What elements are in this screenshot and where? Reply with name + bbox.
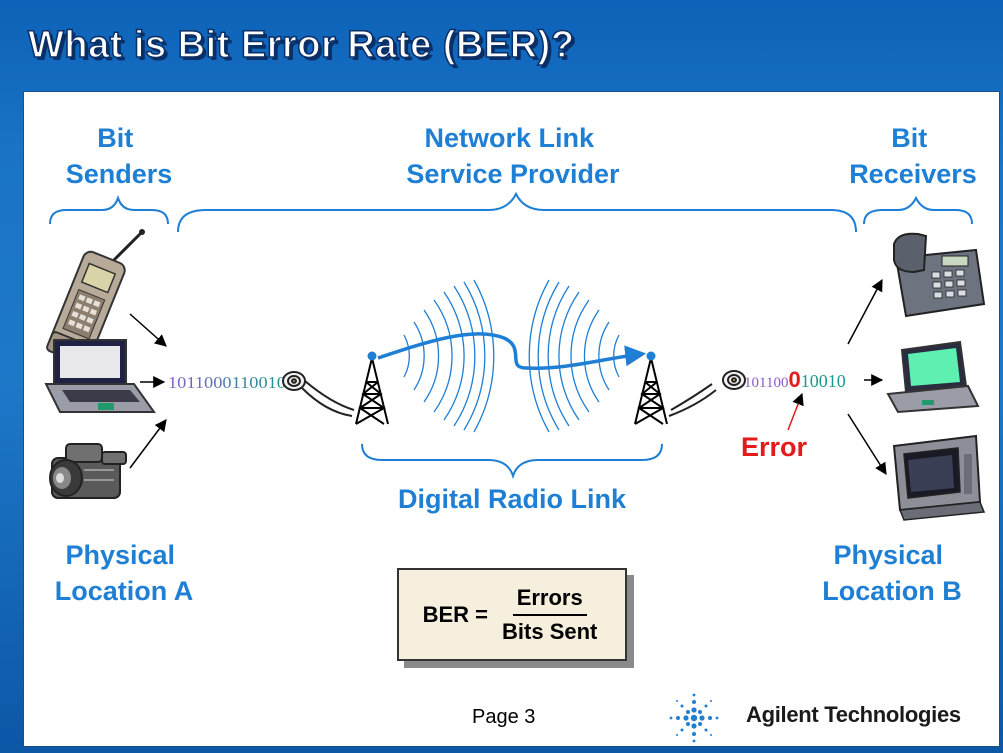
received-bits-after-error: 10010	[801, 371, 846, 391]
camcorder-icon	[49, 443, 127, 499]
digital-radio-link-label: Digital Radio Link	[398, 484, 627, 514]
phone-arrow	[129, 313, 167, 347]
receiver-arrow-tv	[847, 413, 887, 476]
company-name: Agilent Technologies	[746, 702, 961, 727]
receivers-brace	[863, 195, 973, 225]
received-bit-stream: 101100010010	[744, 367, 846, 392]
ber-formula-box: BER = Errors Bits Sent	[397, 568, 627, 661]
receiver-laptop-icon	[886, 340, 980, 414]
error-label: Error	[741, 432, 808, 462]
ber-fraction: Errors Bits Sent	[498, 585, 601, 645]
sent-bit-stream: 1011000110010	[168, 373, 286, 392]
error-bit: 0	[788, 367, 800, 392]
camcorder-arrow	[129, 419, 167, 469]
radio-waves-left	[403, 279, 495, 433]
ber-numerator: Errors	[512, 585, 587, 616]
laptop-icon	[44, 339, 156, 413]
location-a-label: Physical Location A	[55, 540, 194, 606]
bit-receivers-label: Bit Receivers	[849, 123, 977, 189]
service-provider-label: Network Link Service Provider	[406, 123, 620, 189]
left-tower-icon	[355, 351, 389, 425]
location-b-label: Physical Location B	[822, 540, 962, 606]
bit-senders-label: Bit Senders	[66, 123, 173, 189]
television-icon	[892, 434, 986, 521]
desk-telephone-icon	[893, 232, 986, 318]
right-cable-icon	[668, 370, 746, 417]
received-bits-before-error: 101100	[744, 375, 788, 391]
provider-brace	[177, 191, 857, 233]
radio-waves-right	[528, 279, 620, 433]
ber-formula-lhs: BER =	[422, 601, 489, 627]
agilent-spark-logo	[669, 693, 719, 743]
senders-brace	[49, 194, 169, 225]
page-number: Page 3	[472, 706, 536, 728]
right-tower-icon	[634, 351, 668, 425]
content-panel: Bit Senders Network Link Service Provide…	[23, 91, 1000, 747]
radio-signal-arrow	[377, 332, 647, 370]
ber-denominator: Bits Sent	[502, 618, 598, 644]
error-arrow	[787, 392, 804, 431]
slide-title: What is Bit Error Rate (BER)?	[27, 23, 575, 67]
ber-diagram: Bit Senders Network Link Service Provide…	[44, 123, 986, 606]
left-cable-icon	[282, 371, 355, 417]
receiver-arrow-phone	[847, 278, 883, 345]
radio-link-brace	[361, 443, 663, 480]
